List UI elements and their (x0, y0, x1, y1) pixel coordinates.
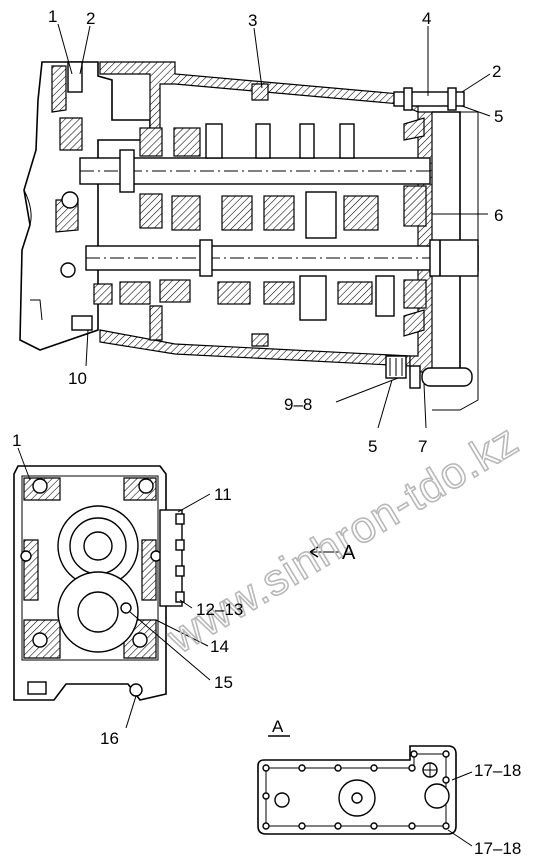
callout-1: 1 (48, 7, 57, 26)
callout-1-end-view: 1 (12, 431, 21, 450)
callout-6: 6 (494, 206, 503, 225)
callout-7: 7 (418, 437, 427, 456)
view-a-label: A (342, 542, 356, 564)
callout-9-8: 9–8 (284, 395, 312, 414)
callout-5-bottom: 5 (368, 437, 377, 456)
callout-3: 3 (248, 11, 257, 30)
watermark-text: www.sinhron-tdo.kz (159, 415, 528, 663)
callout-10: 10 (68, 369, 87, 388)
callout-2: 2 (86, 9, 95, 28)
callout-14: 14 (210, 637, 229, 656)
callout-11: 11 (214, 485, 232, 504)
callout-4: 4 (422, 9, 431, 28)
callout-12-13: 12–13 (196, 600, 243, 619)
callout-16: 16 (100, 729, 119, 748)
callout-2-right: 2 (492, 62, 501, 81)
callout-15: 15 (214, 673, 233, 692)
section-a-label: A (272, 717, 284, 736)
end-view (13, 465, 185, 701)
leader-lines (17, 23, 491, 847)
callout-labels: 1 2 3 4 2 5 6 10 9–8 5 7 1 11 A 12–13 14… (12, 7, 521, 858)
callout-5-right: 5 (494, 107, 503, 126)
cover-plate-view-a (257, 745, 457, 835)
callout-17-18-top: 17–18 (474, 761, 521, 780)
callout-17-18-bottom: 17–18 (474, 839, 521, 858)
longitudinal-section-view (19, 61, 479, 411)
